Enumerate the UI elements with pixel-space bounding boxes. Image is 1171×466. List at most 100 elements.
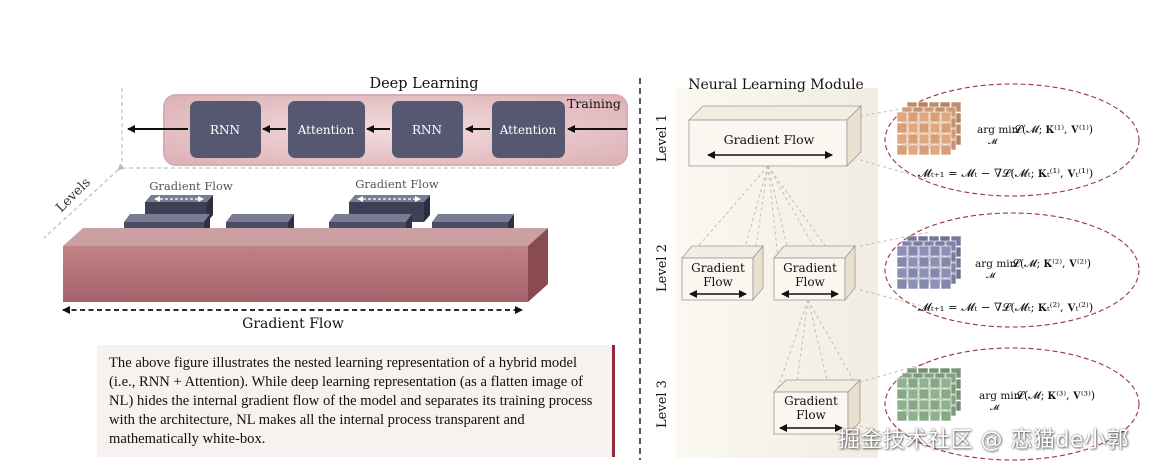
gradient-flow-label-bottom: Gradient Flow [242, 316, 344, 332]
attention-block [492, 101, 565, 158]
deep-learning-title: Deep Learning [369, 76, 478, 92]
cube-cell [896, 278, 908, 290]
block-label: Attention [297, 123, 355, 137]
cube-cell [907, 133, 919, 145]
equation-argmin-sub: 𝓜 [986, 271, 996, 280]
cube-cell [896, 267, 908, 279]
cube-cell [907, 245, 919, 257]
block-label: RNN [412, 123, 442, 137]
level2-box-label-line1: Gradient [783, 261, 837, 275]
cube-cell [940, 144, 952, 156]
cube-cell [940, 278, 952, 290]
caption-text: The above figure illustrates the nested … [109, 355, 593, 447]
level2-box-label-line1: Gradient [691, 261, 745, 275]
cube-cell [929, 278, 941, 290]
cube-cell [940, 122, 952, 134]
cube-cell [929, 245, 941, 257]
cube-cell [907, 111, 919, 123]
cube-cell [940, 133, 952, 145]
equation-argmin: arg min [975, 258, 1017, 270]
memory-cube-orange [896, 101, 962, 156]
deep-learning-slab [63, 228, 548, 302]
cube-cell [929, 388, 941, 400]
gradient-flow-label-small: Gradient Flow [149, 179, 233, 193]
equation-argmin: arg min [979, 390, 1021, 402]
cube-cell [929, 256, 941, 268]
cube-cell [896, 410, 908, 422]
cube-cell [940, 111, 952, 123]
block-label: RNN [210, 123, 240, 137]
equation-update: 𝓜ₜ₊₁ = 𝓜ₜ − ∇𝓛(𝓜ₜ; 𝐊ₜ⁽¹⁾, 𝐕ₜ⁽¹⁾) [918, 166, 1093, 180]
cube-cell [918, 377, 930, 389]
cube-cell [896, 388, 908, 400]
cube-cell [896, 111, 908, 123]
cube-cell [907, 410, 919, 422]
cube-cell [907, 377, 919, 389]
cube-cell [940, 377, 952, 389]
level3-box-label-line2: Flow [796, 408, 826, 422]
cube-cell [929, 410, 941, 422]
block-label: Attention [499, 123, 557, 137]
gradient-flow-label-small: Gradient Flow [355, 177, 439, 191]
caption-box: The above figure illustrates the nested … [97, 345, 615, 457]
cube-cell [896, 144, 908, 156]
neural-learning-module-title: Neural Learning Module [688, 77, 864, 93]
equation-loss: 𝓛(𝓜; 𝐊⁽²⁾, 𝐕⁽²⁾) [1012, 257, 1091, 270]
cube-cell [929, 399, 941, 411]
cube-cell [929, 377, 941, 389]
cube-cell [918, 144, 930, 156]
cube-cell [918, 399, 930, 411]
cube-cell [907, 267, 919, 279]
cube-cell [896, 377, 908, 389]
cube-cell [918, 278, 930, 290]
cube-cell [929, 111, 941, 123]
cube-cell [918, 245, 930, 257]
levels-axis-diagonal [43, 163, 125, 239]
cube-cell [929, 267, 941, 279]
cube-cell [918, 133, 930, 145]
cube-cell [918, 111, 930, 123]
cube-cell [907, 278, 919, 290]
cube-cell [940, 245, 952, 257]
memory-cube-purple [896, 235, 962, 290]
level1-box-label: Gradient Flow [724, 132, 815, 147]
equation-argmin-sub: 𝓜 [990, 403, 1000, 412]
level2-detail-ellipse [884, 212, 1140, 328]
level-label: Level 1 [655, 114, 670, 162]
cube-cell [918, 256, 930, 268]
rnn-block [190, 101, 261, 158]
cube-cell [940, 388, 952, 400]
equation-argmin-sub: 𝓜 [988, 137, 998, 146]
cube-cell [907, 144, 919, 156]
attention-block [288, 101, 365, 158]
watermark-text: 掘金技术社区 @ 恋猫de小郭 [838, 428, 1129, 453]
cube-cell [896, 256, 908, 268]
levels-label: Levels [53, 175, 93, 215]
cube-cell [896, 399, 908, 411]
equation-argmin: arg min [977, 124, 1019, 136]
memory-cube-green [896, 367, 962, 422]
cube-cell [940, 267, 952, 279]
equation-update: 𝓜ₜ₊₁ = 𝓜ₜ − ∇𝓛(𝓜ₜ; 𝐊ₜ⁽²⁾, 𝐕ₜ⁽²⁾) [918, 300, 1093, 314]
level1-detail-ellipse [884, 83, 1140, 197]
cube-cell [896, 122, 908, 134]
cube-cell [929, 133, 941, 145]
cube-cell [918, 388, 930, 400]
cube-cell [940, 399, 952, 411]
cube-cell [918, 122, 930, 134]
training-label: Training [567, 96, 621, 111]
level-label: Level 3 [655, 380, 670, 428]
cube-cell [907, 122, 919, 134]
level3-detail-ellipse [884, 347, 1140, 461]
cube-cell [940, 410, 952, 422]
level2-box-label-line2: Flow [795, 275, 825, 289]
cube-cell [896, 245, 908, 257]
level3-box-label-line1: Gradient [784, 394, 838, 408]
cube-cell [918, 410, 930, 422]
cube-cell [907, 388, 919, 400]
cube-cell [896, 133, 908, 145]
cube-cell [918, 267, 930, 279]
cube-cell [940, 256, 952, 268]
equation-loss: 𝓛(𝓜; 𝐊⁽³⁾, 𝐕⁽³⁾) [1016, 389, 1095, 402]
